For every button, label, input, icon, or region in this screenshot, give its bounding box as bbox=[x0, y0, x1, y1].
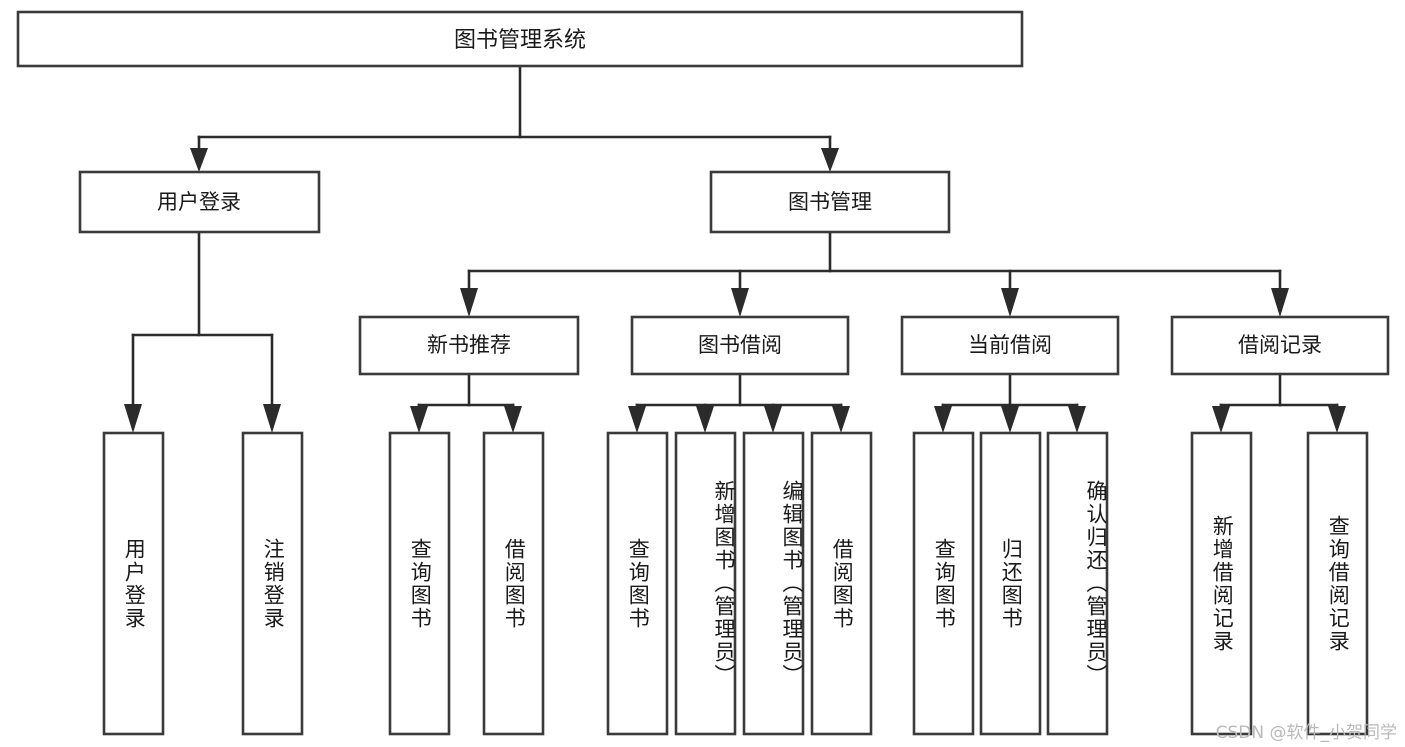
node-leaf-borrow-book-2-box[interactable] bbox=[810, 431, 873, 736]
arrow-head-leaf-query-book-3 bbox=[934, 406, 952, 433]
connector-group-root-to-level2 bbox=[190, 64, 839, 172]
node-user-login[interactable]: 用户登录 bbox=[78, 170, 321, 234]
arrow-head-book-manage bbox=[821, 148, 839, 172]
node-book-manage-label: 图书管理 bbox=[788, 190, 872, 214]
arrow-head-leaf-return-book bbox=[1001, 406, 1019, 433]
arrow-head-leaf-borrow-book-2 bbox=[832, 406, 850, 433]
node-leaf-query-record-box[interactable] bbox=[1306, 431, 1369, 736]
arrow-head-leaf-query-book-2 bbox=[628, 406, 646, 433]
arrow-head-leaf-user-logout bbox=[263, 404, 281, 433]
node-leaf-confirm-return-box[interactable] bbox=[1046, 431, 1109, 736]
node-current-borrow-box[interactable] bbox=[900, 315, 1120, 376]
arrow-head-current-borrow bbox=[1001, 288, 1019, 317]
node-root[interactable]: 图书管理系统 bbox=[16, 10, 1024, 68]
arrow-head-leaf-add-book bbox=[696, 406, 714, 433]
connector-group-new-book-rec-to-leaves bbox=[410, 372, 522, 433]
node-book-borrow-box[interactable] bbox=[630, 315, 850, 376]
arrow-head-leaf-confirm-return bbox=[1068, 406, 1086, 433]
watermark-text: CSDN @软件_小贺同学 bbox=[1215, 723, 1397, 743]
node-book-manage-box[interactable] bbox=[709, 170, 951, 234]
node-new-book-rec-label: 新书推荐 bbox=[427, 333, 511, 357]
node-borrow-record[interactable]: 借阅记录 bbox=[1170, 315, 1390, 376]
arrow-head-user-login bbox=[190, 148, 208, 172]
node-borrow-record-label: 借阅记录 bbox=[1238, 333, 1322, 357]
arrow-head-leaf-user-login bbox=[124, 404, 142, 433]
node-leaf-query-book-3-box[interactable] bbox=[912, 431, 975, 736]
node-current-borrow-label: 当前借阅 bbox=[968, 333, 1052, 357]
node-user-login-box[interactable] bbox=[78, 170, 321, 234]
node-user-login-label: 用户登录 bbox=[157, 190, 241, 214]
connector-group-book-borrow-to-leaves bbox=[628, 372, 850, 433]
arrow-head-leaf-add-record bbox=[1212, 406, 1230, 433]
arrow-head-new-book-rec bbox=[460, 288, 478, 317]
connector-group-user-login-to-leaves bbox=[124, 230, 281, 433]
arrow-head-book-borrow bbox=[731, 288, 749, 317]
node-book-borrow-label: 图书借阅 bbox=[698, 333, 782, 357]
node-leaf-edit-book-box[interactable] bbox=[742, 431, 805, 736]
node-book-manage[interactable]: 图书管理 bbox=[709, 170, 951, 234]
node-leaf-borrow-book-1-box[interactable] bbox=[482, 431, 545, 736]
node-leaf-query-book-2-box[interactable] bbox=[606, 431, 669, 736]
node-new-book-rec-box[interactable] bbox=[358, 315, 580, 376]
node-leaf-query-book-1-box[interactable] bbox=[388, 431, 451, 736]
node-root-label: 图书管理系统 bbox=[454, 28, 586, 53]
connector-group-current-borrow-to-leaves bbox=[934, 372, 1086, 433]
node-leaf-user-login-box[interactable] bbox=[102, 431, 165, 736]
node-leaf-user-logout-box[interactable] bbox=[241, 431, 304, 736]
node-borrow-record-box[interactable] bbox=[1170, 315, 1390, 376]
node-leaf-add-record-box[interactable] bbox=[1190, 431, 1253, 736]
arrow-head-leaf-query-book-1 bbox=[410, 406, 428, 433]
connector-group-book-manage-to-level3 bbox=[460, 230, 1289, 317]
arrow-head-leaf-borrow-book-1 bbox=[504, 406, 522, 433]
arrow-head-leaf-edit-book bbox=[764, 406, 782, 433]
node-leaf-return-book-box[interactable] bbox=[979, 431, 1042, 736]
node-leaf-add-book-box[interactable] bbox=[674, 431, 737, 736]
node-root-box[interactable] bbox=[16, 10, 1024, 68]
node-new-book-rec[interactable]: 新书推荐 bbox=[358, 315, 580, 376]
arrow-head-borrow-record bbox=[1271, 288, 1289, 317]
connector-group-borrow-record-to-leaves bbox=[1212, 372, 1346, 433]
node-book-borrow[interactable]: 图书借阅 bbox=[630, 315, 850, 376]
arrow-head-leaf-query-record bbox=[1328, 406, 1346, 433]
node-current-borrow[interactable]: 当前借阅 bbox=[900, 315, 1120, 376]
